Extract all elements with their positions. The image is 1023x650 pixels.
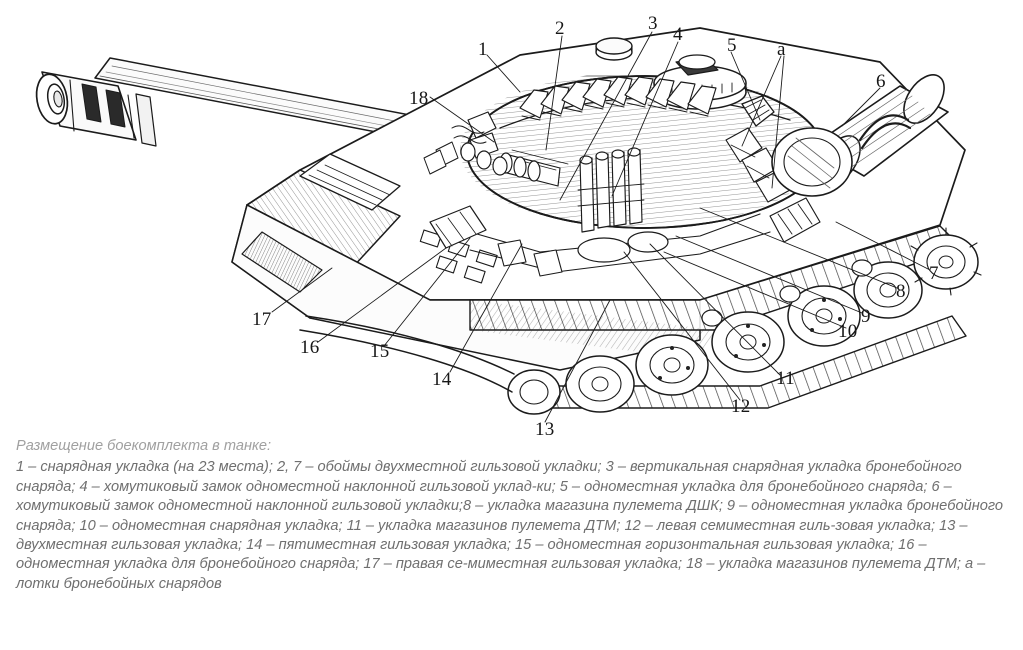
callout-18: 18: [409, 88, 429, 109]
tank-line-drawing: [35, 27, 982, 423]
callout-16: 16: [300, 337, 320, 358]
engine-deck: [241, 153, 498, 293]
callout-11: 11: [776, 368, 795, 389]
callout-12: 12: [731, 396, 751, 417]
callout-10: 10: [838, 321, 858, 342]
callout-3: 3: [648, 13, 658, 34]
callout-7: 7: [929, 263, 939, 284]
callout-6: 6: [876, 71, 886, 92]
callout-17: 17: [252, 309, 272, 330]
callout-a: а: [777, 39, 786, 60]
callout-8: 8: [896, 281, 906, 302]
leader-lines: [271, 31, 931, 423]
caption-title: Размещение боекомплекта в танке:: [16, 438, 272, 454]
callout-1: 1: [478, 39, 488, 60]
callout-4: 4: [673, 24, 683, 45]
figure-caption: Размещение боекомплекта в танке: 1 – сна…: [0, 437, 1023, 594]
callout-15: 15: [370, 341, 390, 362]
caption-body: 1 – снарядная укладка (на 23 места); 2, …: [16, 459, 1004, 592]
callout-13: 13: [535, 419, 555, 440]
fighting-compartment: [429, 205, 771, 277]
turret-side-port: [771, 127, 853, 197]
ammunition-rounds: [423, 76, 821, 243]
callout-14: 14: [432, 369, 452, 390]
callout-5: 5: [727, 35, 737, 56]
callout-9: 9: [861, 306, 871, 327]
track-assembly: [299, 225, 982, 415]
callout-2: 2: [555, 18, 565, 39]
